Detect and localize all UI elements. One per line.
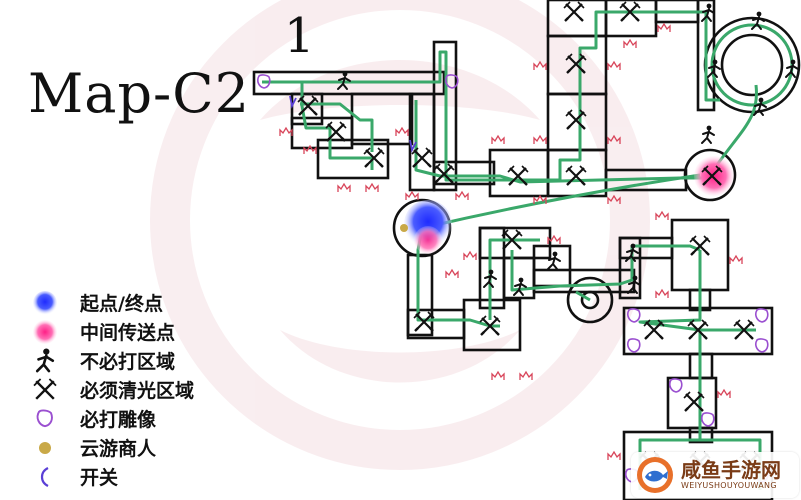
blue-orb-icon xyxy=(28,290,62,316)
legend-item-statue: 必打雕像 xyxy=(28,404,268,433)
teleport-orb-icon xyxy=(694,156,734,196)
running-figure-icon xyxy=(28,347,62,374)
map-legend: 起点/终点 中间传送点 不必打区域 xyxy=(28,288,268,491)
start-orb-icon xyxy=(400,200,452,254)
crossed-swords-icon xyxy=(28,377,62,403)
legend-label: 起点/终点 xyxy=(80,293,163,315)
legend-label: 必打雕像 xyxy=(80,409,157,431)
legend-label: 云游商人 xyxy=(80,438,157,460)
legend-item-optional: 不必打区域 xyxy=(28,346,268,375)
pink-orb-icon xyxy=(28,319,62,345)
legend-label: 开关 xyxy=(80,467,119,489)
legend-item-clear: 必须清光区域 xyxy=(28,375,268,404)
legend-item-teleport: 中间传送点 xyxy=(28,317,268,346)
fish-logo-icon xyxy=(637,457,673,493)
switch-markers xyxy=(289,95,417,153)
legend-label: 不必打区域 xyxy=(80,351,176,373)
watermark-name: 咸鱼手游网 xyxy=(681,458,781,482)
watermark-url: WEIYUSHOUYOUWANG xyxy=(681,481,777,490)
switch-icon xyxy=(28,464,62,490)
site-watermark: 咸鱼手游网 WEIYUSHOUYOUWANG xyxy=(631,452,799,498)
legend-label: 中间传送点 xyxy=(80,322,176,344)
map-walls xyxy=(252,0,801,500)
map-title: Map-C2 xyxy=(28,62,250,125)
statue-icon xyxy=(28,406,62,432)
legend-item-switch: 开关 xyxy=(28,462,268,491)
legend-item-start: 起点/终点 xyxy=(28,288,268,317)
legend-item-merchant: 云游商人 xyxy=(28,433,268,462)
floor-number: 1 xyxy=(284,8,315,64)
merchant-dot-icon xyxy=(28,435,62,461)
legend-label: 必须清光区域 xyxy=(80,380,195,402)
